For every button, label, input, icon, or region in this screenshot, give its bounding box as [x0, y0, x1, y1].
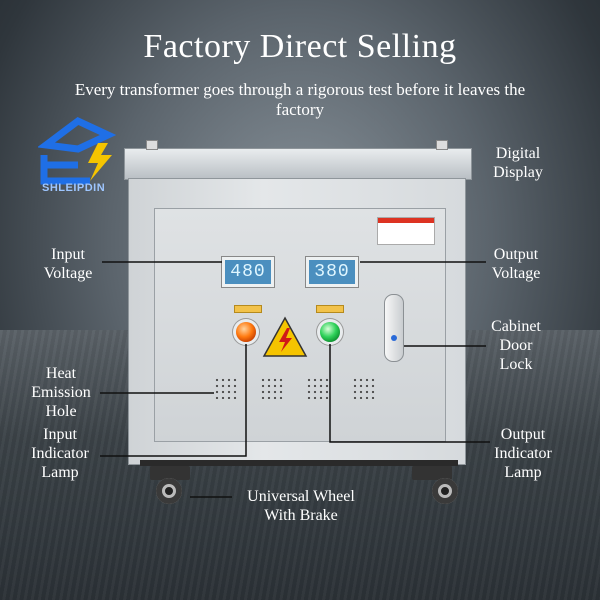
wheel-mount: [412, 466, 452, 480]
cabinet-base: [140, 460, 458, 466]
lid-bolt: [436, 140, 448, 150]
label-input-indicator-lamp: Input Indicator Lamp: [31, 426, 89, 481]
heat-emission-vent: [306, 377, 330, 399]
heat-emission-vent: [352, 377, 376, 399]
label-input-voltage: Input Voltage: [43, 246, 93, 282]
heat-emission-vent: [214, 377, 238, 399]
wheel-icon: [432, 478, 458, 504]
cabinet-door-lock: [384, 294, 404, 362]
high-voltage-warning-icon: [262, 316, 308, 357]
page-subtitle: Every transformer goes through a rigorou…: [74, 80, 526, 119]
input-voltage-display: 480: [222, 257, 274, 287]
brand-logo-icon: [38, 116, 117, 185]
lid-bolt: [146, 140, 158, 150]
warning-sticker: [377, 217, 435, 245]
page-title: Factory Direct Selling: [143, 28, 457, 65]
label-digital-display: Digital Display: [493, 145, 543, 181]
label-output-indicator-lamp: Output Indicator Lamp: [494, 426, 552, 481]
label-universal-wheel: Universal Wheel With Brake: [247, 488, 355, 524]
input-lamp-tag: [234, 305, 262, 313]
output-lamp-tag: [316, 305, 344, 313]
wheel-mount: [150, 466, 190, 480]
label-output-voltage: Output Voltage: [491, 246, 541, 282]
label-cabinet-door-lock: Cabinet Door Lock: [491, 318, 541, 373]
input-indicator-lamp: [236, 322, 256, 342]
brand-logo-text: SHLEIPDIN: [42, 182, 106, 194]
wheel-icon: [156, 478, 182, 504]
heat-emission-vent: [260, 377, 284, 399]
label-heat-emission-hole: Heat Emission Hole: [31, 365, 91, 420]
output-indicator-lamp: [320, 322, 340, 342]
output-voltage-display: 380: [306, 257, 358, 287]
